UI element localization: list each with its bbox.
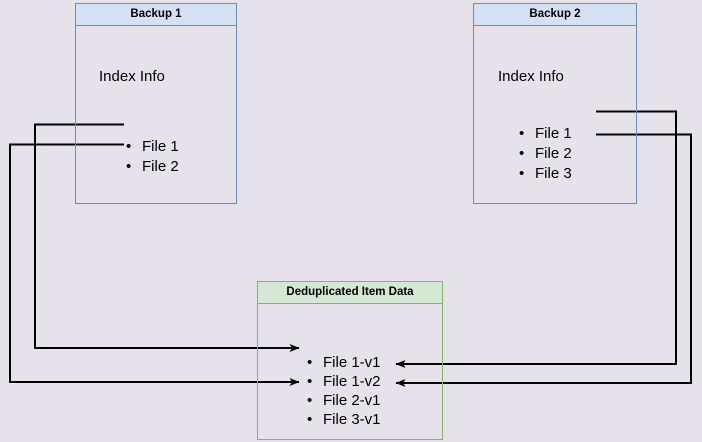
list-item: File 1 [126,137,179,157]
box-backup-2-body: Index Info File 1 File 2 File 3 [474,26,636,203]
box-dedup-title: Deduplicated Item Data [258,282,442,304]
box-backup-2[interactable]: Backup 2 Index Info File 1 File 2 File 3 [473,3,637,204]
box-backup-1[interactable]: Backup 1 Index Info File 1 File 2 [75,3,237,204]
list-item: File 2 [519,144,572,164]
backup-1-file-list: File 1 File 2 [126,137,179,177]
list-item: File 1 [519,124,572,144]
box-backup-2-title: Backup 2 [474,4,636,26]
list-item: File 3-v1 [307,410,381,429]
list-item: File 2-v1 [307,391,381,410]
list-item: File 1-v2 [307,372,381,391]
backup-2-index-label: Index Info [498,68,564,85]
box-backup-1-title: Backup 1 [76,4,236,26]
backup-1-index-label: Index Info [99,68,165,85]
box-backup-1-body: Index Info File 1 File 2 [76,26,236,203]
box-deduplicated-item-data[interactable]: Deduplicated Item Data File 1-v1 File 1-… [257,281,443,440]
backup-2-file-list: File 1 File 2 File 3 [519,124,572,184]
list-item: File 2 [126,157,179,177]
box-dedup-body: File 1-v1 File 1-v2 File 2-v1 File 3-v1 [258,304,442,439]
list-item: File 3 [519,164,572,184]
dedup-item-list: File 1-v1 File 1-v2 File 2-v1 File 3-v1 [307,353,381,429]
list-item: File 1-v1 [307,353,381,372]
